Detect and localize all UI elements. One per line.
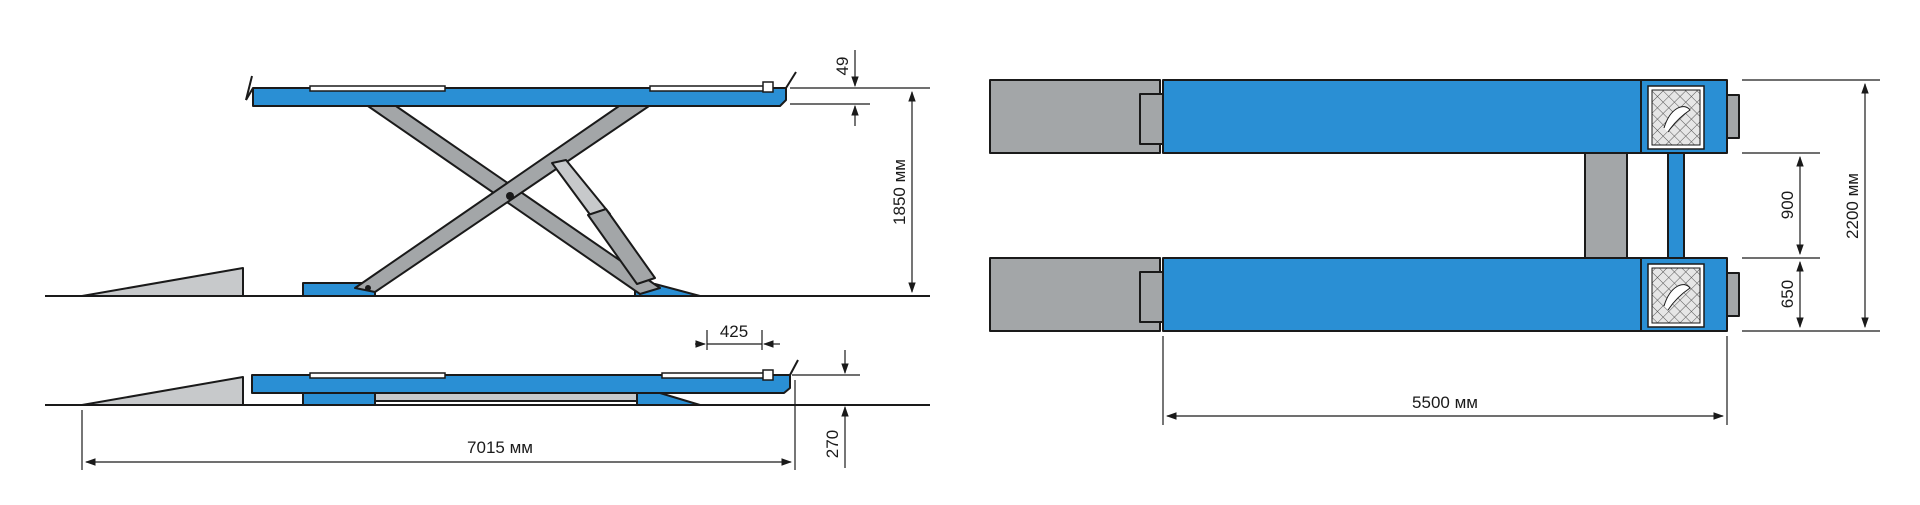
- label-49: 49: [833, 57, 852, 76]
- deck-recess-front: [309, 85, 446, 92]
- label-7015: 7015 мм: [467, 438, 533, 457]
- label-1850: 1850 мм: [890, 159, 909, 225]
- hydraulic-cylinder-body: [587, 208, 656, 285]
- deck-recess-front-lowered: [309, 372, 446, 379]
- deck-recess-rear-lowered: [661, 372, 766, 379]
- upper-runway-extension: [989, 79, 1161, 154]
- ramp: [81, 267, 244, 297]
- end-flap-left-2: [245, 75, 253, 101]
- base-plate-left-lowered: [302, 392, 376, 406]
- base-plate-right-lowered: [636, 392, 701, 406]
- top-view: 5500 мм 2200 мм 900 650: [989, 79, 1880, 425]
- side-view-raised: 1850 мм 49: [45, 50, 930, 297]
- end-flap-lowered: [789, 359, 799, 376]
- upper-runway-plate: [1162, 79, 1642, 154]
- lower-end-block: [1726, 272, 1740, 317]
- label-900: 900: [1778, 191, 1797, 219]
- ramp-lowered: [81, 376, 244, 406]
- label-5500: 5500 мм: [1412, 393, 1478, 412]
- label-2200: 2200 мм: [1843, 173, 1862, 239]
- label-270: 270: [823, 430, 842, 458]
- deck-recess-rear: [649, 85, 766, 92]
- pivot-pin: [506, 192, 514, 200]
- arm-pin-left: [365, 285, 371, 291]
- folded-arm: [374, 392, 638, 402]
- label-650: 650: [1778, 280, 1797, 308]
- hydraulic-link: [1667, 152, 1685, 259]
- lower-runway-extension: [989, 257, 1161, 332]
- lower-turn-plate-mark: [1663, 284, 1691, 311]
- wheel-stop: [762, 81, 774, 93]
- side-view-lowered: 425 7015 мм 270: [45, 322, 930, 470]
- wheel-stop-lowered: [762, 369, 774, 381]
- upper-end-block: [1726, 94, 1740, 139]
- upper-turn-plate-mark: [1663, 106, 1691, 133]
- label-425: 425: [720, 322, 748, 341]
- center-crossbeam: [1584, 152, 1628, 259]
- end-flap-right: [785, 71, 797, 89]
- lower-runway-plate: [1162, 257, 1642, 332]
